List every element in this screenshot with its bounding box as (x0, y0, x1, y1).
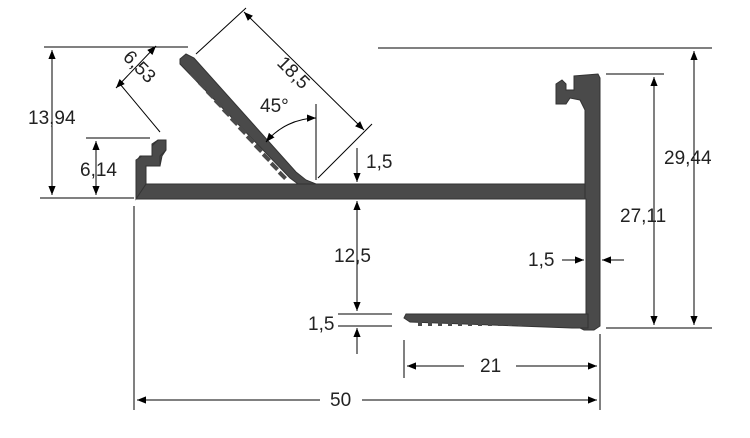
dim-6-53-line (115, 45, 157, 89)
label-6-53: 6,53 (118, 47, 159, 88)
diagonal-serrations (189, 71, 287, 180)
profile-right-leg (555, 73, 601, 331)
label-6-14: 6,14 (80, 160, 117, 181)
aluminium-profile (135, 53, 601, 331)
label-18-5: 18,5 (272, 53, 313, 94)
dimension-labels: 18,5 6,53 13,94 6,14 45° 1,5 12,5 1,5 21… (28, 47, 712, 411)
label-50: 50 (330, 390, 351, 411)
label-21: 21 (480, 356, 501, 377)
label-45-degrees: 45° (260, 96, 289, 117)
dim-18-5-line (243, 11, 365, 131)
bottom-serrations (418, 321, 562, 326)
label-1-5-right: 1,5 (528, 250, 554, 271)
label-1-5-top: 1,5 (366, 152, 392, 173)
label-29-44: 29,44 (664, 148, 712, 169)
dimension-lines (40, 7, 712, 410)
label-13-94: 13,94 (28, 108, 76, 129)
label-27-11: 27,11 (620, 206, 666, 227)
label-12-5: 12,5 (334, 246, 371, 267)
label-1-5-bottom: 1,5 (308, 314, 334, 335)
dim-45-arc (265, 114, 317, 143)
profile-base (135, 139, 590, 200)
profile-left-hook (135, 139, 167, 201)
